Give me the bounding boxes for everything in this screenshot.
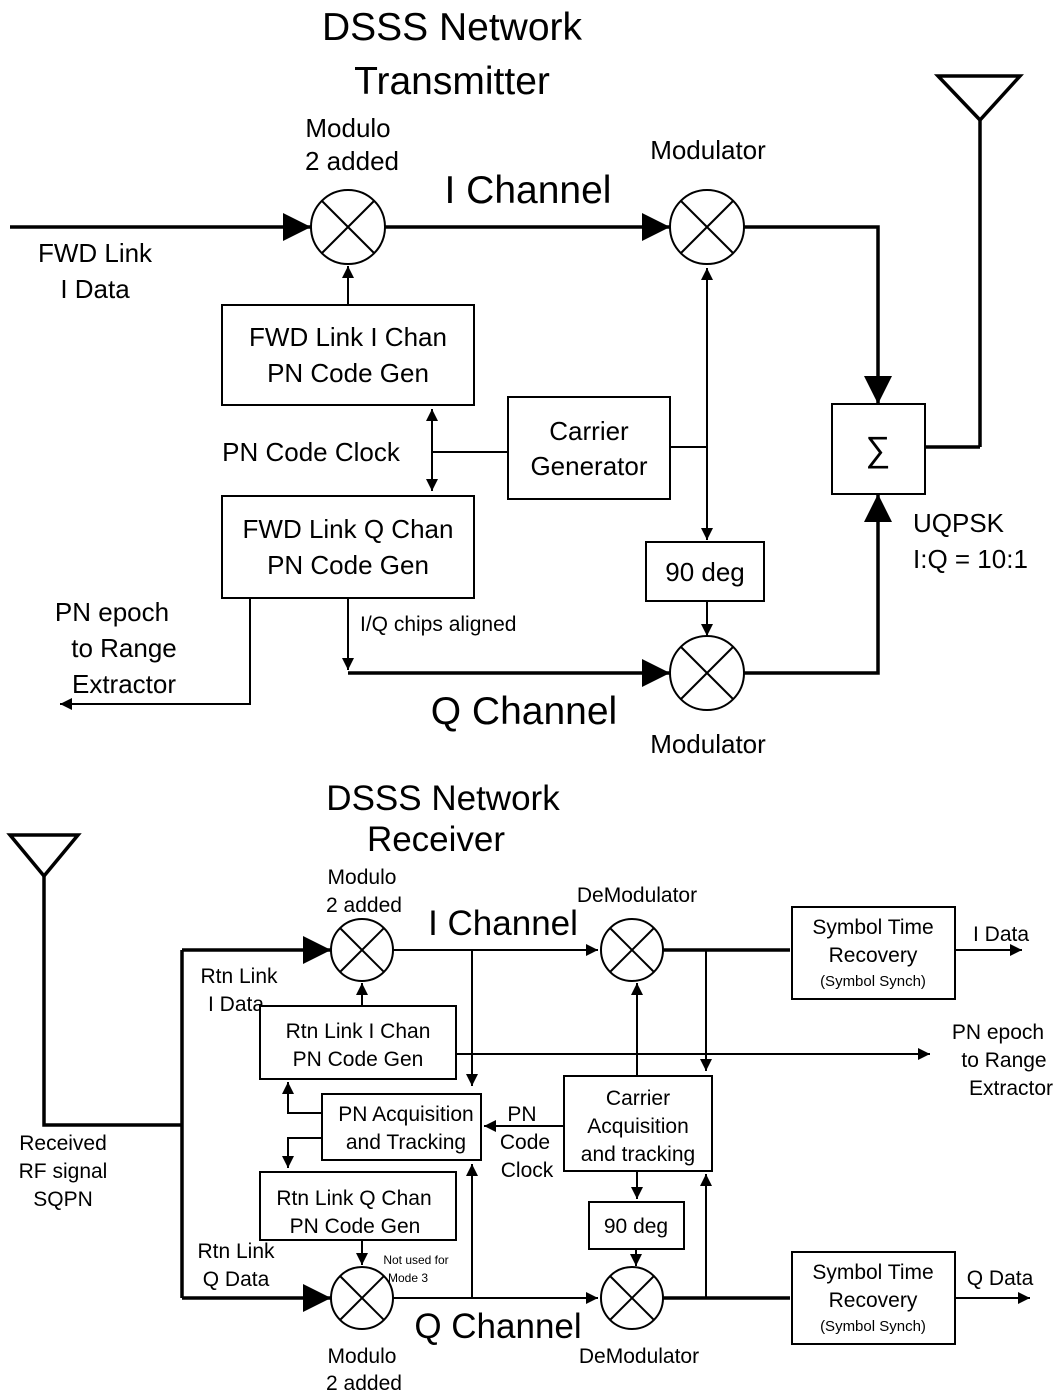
tx-modulo-label-line2: 2 added (305, 146, 399, 176)
iq-chips-aligned-label: I/Q chips aligned (360, 613, 516, 636)
rx-90deg-label: 90 deg (604, 1215, 668, 1238)
tx-q-channel-label: Q Channel (431, 690, 617, 733)
rx-q-modulo2-mixer-icon (330, 1266, 394, 1330)
rtn-i-data-label-line1: Rtn Link (200, 965, 278, 988)
rx-q-demodulator-mixer-icon (600, 1266, 664, 1330)
rtn-q-data-label-line1: Rtn Link (197, 1240, 275, 1263)
pn-clock-line3: Clock (501, 1159, 554, 1182)
tx-pn-epoch-line1: PN epoch (55, 597, 169, 627)
rx-q-symbol-time-recovery-box (791, 1251, 956, 1345)
tx-pn-epoch-line3: Extractor (72, 669, 176, 699)
tx-q-modulator-mixer-icon (669, 635, 745, 711)
pn-code-clock-label: PN Code Clock (222, 437, 401, 467)
tx-modulo-label-line1: Modulo (305, 113, 390, 143)
tx-modulo2-mixer-icon (310, 189, 386, 265)
rx-i-modulo2-mixer-icon (330, 918, 394, 982)
tx-modulator-top-label: Modulator (650, 135, 766, 165)
tx-i-modulator-mixer-icon (669, 189, 745, 265)
tx-pn-epoch-arrow (60, 598, 251, 710)
rx-pn-epoch-line3: Extractor (969, 1077, 1053, 1100)
carrier-generator-box (507, 396, 671, 500)
tx-90deg-box (645, 541, 765, 602)
rx-demod-top-label: DeModulator (577, 884, 697, 907)
rx-i-sym-line1: Symbol Time (812, 916, 933, 939)
tx-q-pn-gen-line2: PN Code Gen (267, 550, 429, 580)
tx-q-pn-gen-line1: FWD Link Q Chan (243, 514, 454, 544)
i-to-sum-line (744, 225, 892, 404)
rx-i-pn-gen-line2: PN Code Gen (293, 1048, 424, 1071)
transmitter-title-line1: DSSS Network (322, 6, 583, 49)
rx-rf-line2: RF signal (19, 1160, 108, 1183)
rtn-i-data-label-line2: I Data (208, 993, 264, 1016)
rx-i-demodulator-mixer-icon (600, 918, 664, 982)
rx-i-sym-line2: Recovery (829, 944, 918, 967)
uqpsk-label-line1: UQPSK (913, 508, 1005, 538)
receiver-title-line1: DSSS Network (326, 779, 560, 818)
rx-i-pn-code-gen-box (259, 1005, 457, 1080)
receive-antenna-icon (6, 833, 182, 1127)
rx-carrier-line2: Acquisition (587, 1115, 689, 1138)
rx-q-data-label: Q Data (967, 1267, 1034, 1290)
rx-pn-epoch-line1: PN epoch (952, 1021, 1044, 1044)
tx-modulator-bottom-label: Modulator (650, 729, 766, 759)
rx-modulo-top-line1: Modulo (328, 866, 397, 889)
rx-90deg-box (588, 1201, 685, 1250)
rx-q-channel-label: Q Channel (414, 1307, 581, 1346)
pn-acq-line1: PN Acquisition (338, 1103, 473, 1126)
uqpsk-label-line2: I:Q = 10:1 (913, 544, 1028, 574)
rx-q-sym-line2: Recovery (829, 1289, 918, 1312)
tx-i-channel-label: I Channel (445, 169, 612, 212)
carrier-generator-line1: Carrier (549, 416, 629, 446)
rx-q-sym-line1: Symbol Time (812, 1261, 933, 1284)
pn-acq-line2: and Tracking (346, 1131, 466, 1154)
rx-q-sym-line3: (Symbol Synch) (820, 1318, 926, 1335)
receiver-title-line2: Receiver (367, 820, 505, 859)
rx-modulo-bottom-line2: 2 added (326, 1372, 402, 1393)
rx-q-pn-code-gen-box (259, 1171, 457, 1241)
tx-90deg-label: 90 deg (665, 557, 745, 587)
tx-i-pn-code-gen-box (221, 304, 475, 406)
pn-acquisition-tracking-box (321, 1093, 482, 1161)
rtn-q-data-label-line2: Q Data (203, 1268, 270, 1291)
fwd-i-data-label-line1: FWD Link (38, 238, 153, 268)
receiver-section: DSSS Network Receiver Received RF signal… (6, 779, 1053, 1393)
not-used-line1: Not used for (383, 1253, 448, 1267)
tx-i-pn-gen-line1: FWD Link I Chan (249, 322, 447, 352)
rx-modulo-top-line2: 2 added (326, 894, 402, 917)
rx-rf-line1: Received (19, 1132, 107, 1155)
rx-pn-epoch-line2: to Range (961, 1049, 1046, 1072)
summer-symbol: ∑ (866, 430, 891, 469)
transmitter-section: DSSS Network Transmitter Modulo 2 added … (10, 6, 1028, 759)
not-used-line2: Mode 3 (388, 1271, 428, 1285)
tx-pn-epoch-line2: to Range (71, 633, 177, 663)
transmitter-title-line2: Transmitter (354, 60, 550, 103)
pn-clock-line1: PN (507, 1103, 536, 1126)
rx-carrier-line3: and tracking (581, 1143, 695, 1166)
rx-rf-line3: SQPN (33, 1188, 93, 1211)
rx-q-pn-gen-line1: Rtn Link Q Chan (276, 1187, 431, 1210)
tx-i-pn-gen-line2: PN Code Gen (267, 358, 429, 388)
rx-carrier-line1: Carrier (606, 1087, 670, 1110)
rx-i-pn-gen-line1: Rtn Link I Chan (286, 1020, 431, 1043)
pn-clock-line2: Code (500, 1131, 550, 1154)
carrier-generator-line2: Generator (530, 451, 647, 481)
q-to-sum-line (744, 494, 892, 675)
pn-acq-to-i-pn-arrow (282, 1082, 322, 1114)
rx-i-channel-label: I Channel (428, 904, 578, 943)
rx-i-sym-line3: (Symbol Synch) (820, 973, 926, 990)
rx-demod-bottom-label: DeModulator (579, 1345, 699, 1368)
tx-q-pn-code-gen-box (221, 495, 475, 599)
rx-i-data-label: I Data (973, 923, 1029, 946)
pn-acq-to-q-pn-arrow (282, 1137, 322, 1168)
rx-q-pn-gen-line2: PN Code Gen (290, 1215, 421, 1238)
rx-i-symbol-time-recovery-box (791, 906, 956, 1000)
transmit-antenna-icon (933, 74, 1024, 447)
fwd-i-data-label-line2: I Data (60, 274, 130, 304)
rx-modulo-bottom-line1: Modulo (328, 1345, 397, 1368)
